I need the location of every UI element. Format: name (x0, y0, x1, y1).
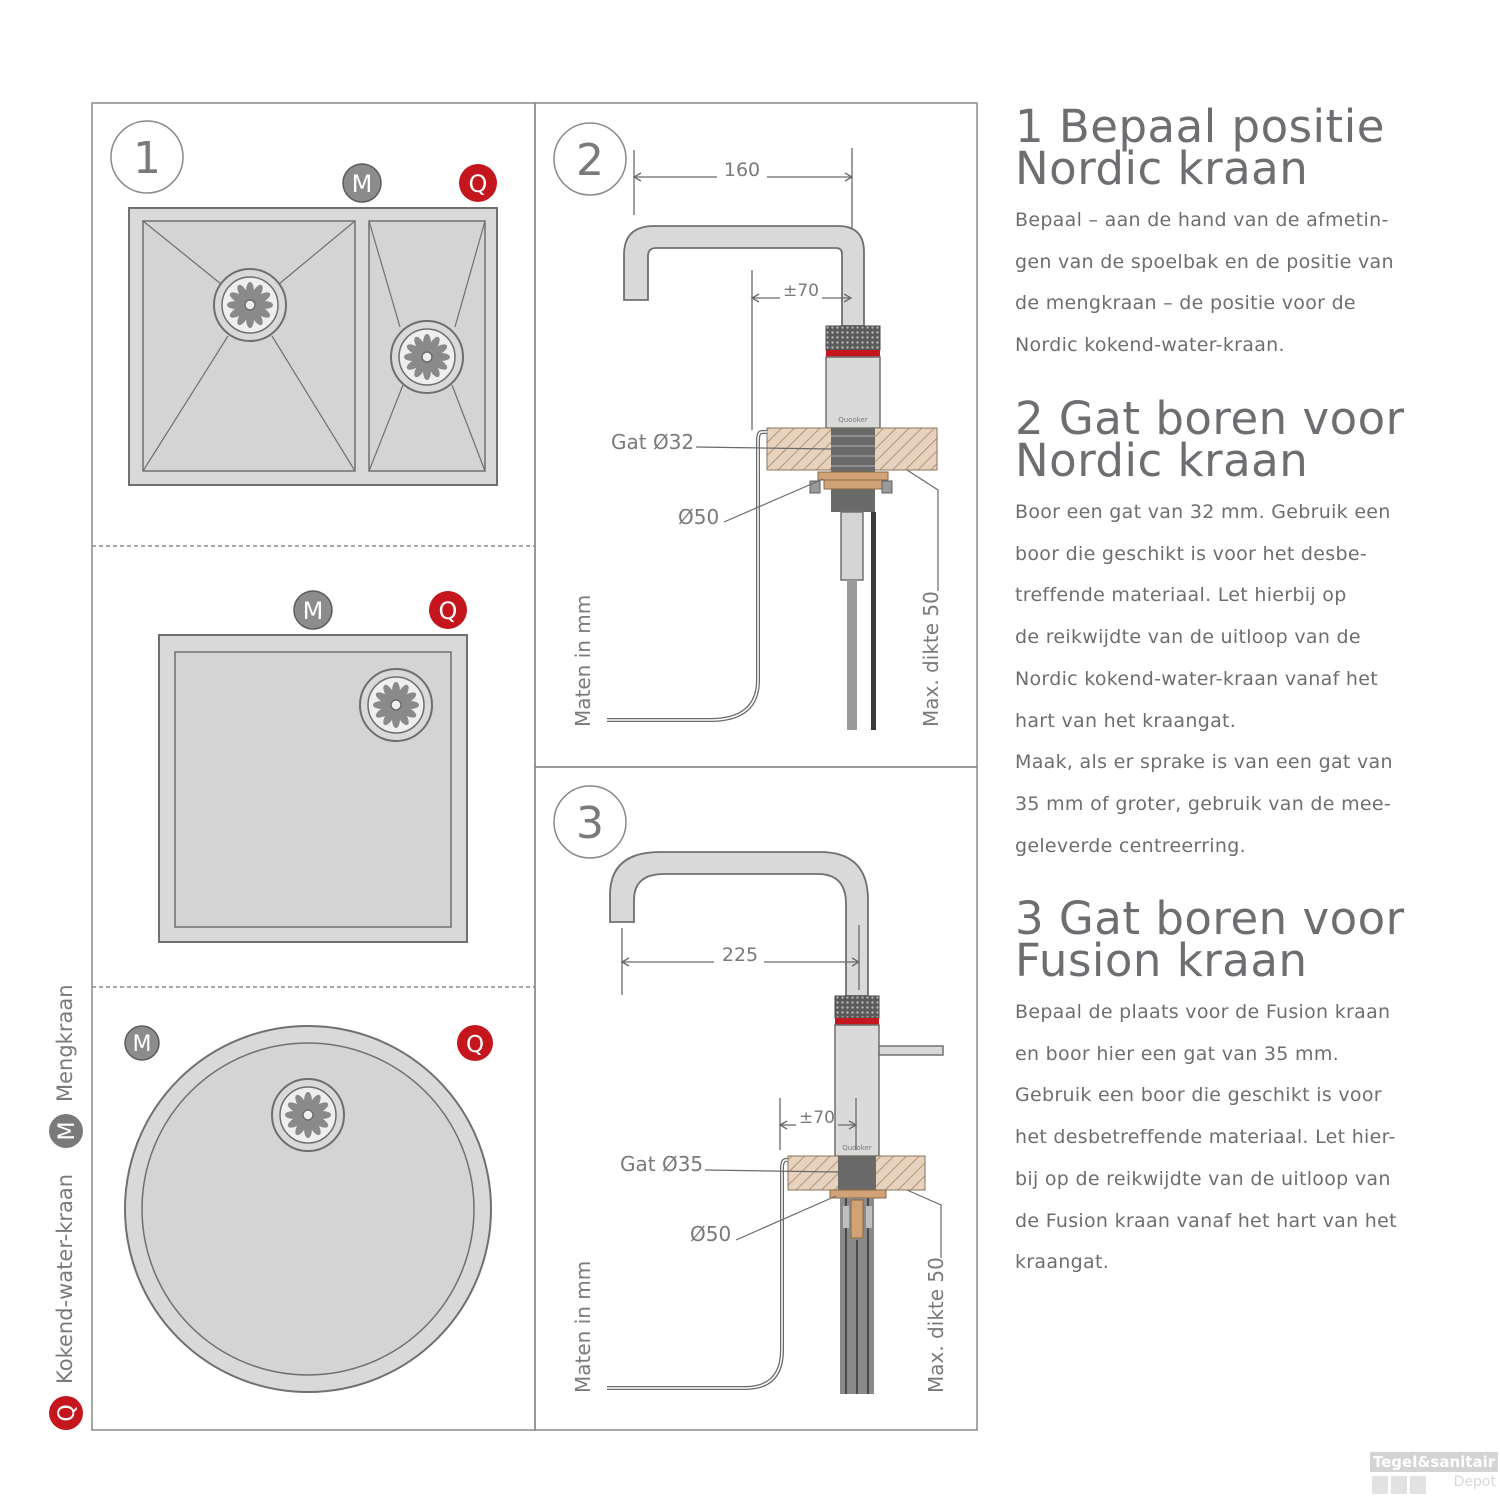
step-number-3-text: 3 (576, 798, 604, 849)
spout-nordic (623, 225, 865, 327)
drain-icon (390, 320, 464, 394)
step-3-title: 3 Gat boren voor Fusion kraan (1015, 892, 1405, 987)
watermark-squares (1372, 1476, 1429, 1498)
watermark-logo: Tegel&sanitair Depot (1370, 1452, 1498, 1498)
legend-mixer-marker: M (49, 1114, 83, 1148)
label-hole-35: Gat Ø35 (620, 1152, 703, 1176)
dimension-225-label: 225 (722, 944, 758, 966)
quooker-marker-label: Q (469, 170, 488, 198)
label-max-thickness: Max. dikte 50 (919, 591, 943, 727)
sink-double-bowl (128, 207, 498, 486)
step-3-body: Bepaal de plaats voor de Fusion kraan en… (1015, 1001, 1397, 1274)
dimension-offset-70-label: ±70 (799, 1108, 835, 1128)
legend-mixer-letter: M (55, 1122, 80, 1141)
tap-brand-text: Quooker (842, 1144, 872, 1152)
drain-icon (213, 268, 287, 342)
panel-3-drawing: 225 Quooker ±70 (571, 851, 948, 1394)
legend-quooker-letter: Q (55, 1404, 80, 1421)
dimension-225 (620, 925, 861, 995)
label-hole-32: Gat Ø32 (611, 430, 694, 454)
knurled-ring (825, 325, 881, 351)
dimension-offset-70 (750, 270, 853, 430)
mixer-marker: M (293, 590, 333, 630)
quooker-marker: Q (459, 164, 497, 202)
label-units: Maten in mm (571, 595, 595, 727)
centering-ring (829, 1189, 887, 1199)
legend-mixer-label: Mengkraan (53, 984, 77, 1102)
mixer-marker-label: M (303, 597, 324, 625)
centering-ring (817, 471, 889, 481)
drain-icon (359, 668, 433, 742)
legend-quooker-marker: Q (49, 1396, 83, 1430)
step-2-body: Boor een gat van 32 mm. Gebruik een boor… (1015, 501, 1393, 857)
legend-quooker-label: Kokend-water-kraan (53, 1174, 77, 1384)
sink-round (124, 1025, 492, 1393)
step-number-1-text: 1 (133, 133, 161, 184)
mixer-marker: M (342, 163, 382, 203)
label-max-thickness: Max. dikte 50 (924, 1257, 948, 1393)
dimension-offset-70-label: ±70 (783, 281, 819, 301)
step-number-2: 2 (553, 122, 627, 196)
step-2-instructions: 2 Gat boren voor Nordic kraan Boor een g… (1015, 392, 1445, 867)
quooker-marker-label: Q (439, 597, 458, 625)
mixer-marker: M (124, 1025, 160, 1061)
mixer-marker-label: M (133, 1032, 152, 1057)
step-number-3: 3 (553, 785, 627, 859)
hose (607, 430, 767, 722)
hose (607, 1158, 788, 1390)
step-number-1: 1 (110, 120, 184, 194)
step-number-2-text: 2 (576, 135, 604, 186)
step-2-title: 2 Gat boren voor Nordic kraan (1015, 392, 1405, 487)
legend: Q Kokend-water-kraan M Mengkraan (49, 984, 83, 1430)
quooker-marker: Q (457, 1025, 493, 1061)
quooker-marker: Q (429, 591, 467, 629)
tap-body (834, 1024, 880, 1157)
dimension-offset-70 (778, 1098, 858, 1150)
panel-frames (91, 102, 978, 1431)
quooker-marker-label: Q (466, 1032, 484, 1058)
step-1-body: Bepaal – aan de hand van de afmetin- gen… (1015, 209, 1394, 357)
leader-lines (704, 1169, 942, 1258)
sink-square (158, 634, 468, 943)
tap-lever (878, 1045, 944, 1056)
tap-body (825, 356, 881, 429)
leader-lines (695, 446, 939, 591)
drain-icon (271, 1078, 345, 1152)
label-units: Maten in mm (571, 1261, 595, 1393)
mixer-marker-label: M (352, 170, 373, 198)
step-1-title: 1 Bepaal positie Nordic kraan (1015, 100, 1385, 195)
red-ring (826, 350, 880, 357)
sink-bowl-large (142, 220, 356, 472)
red-ring (835, 1018, 879, 1025)
tap-brand-text: Quooker (838, 416, 868, 424)
dimension-160 (632, 148, 854, 228)
threaded-shank (831, 428, 875, 512)
panel-frame-3 (534, 766, 978, 1431)
dimension-160-label: 160 (724, 159, 760, 181)
knurled-ring (834, 995, 880, 1019)
spout-fusion (609, 851, 869, 997)
panel-2-drawing: 160 ±70 Quooker (571, 148, 943, 730)
connector-tube (840, 511, 864, 581)
label-ring-50: Ø50 (690, 1222, 731, 1246)
watermark-line1: Tegel&sanitair (1370, 1452, 1498, 1472)
step-1-instructions: 1 Bepaal positie Nordic kraan Bepaal – a… (1015, 100, 1445, 367)
label-ring-50: Ø50 (678, 505, 719, 529)
watermark-line2: Depot (1453, 1474, 1496, 1490)
step-3-instructions: 3 Gat boren voor Fusion kraan Bepaal de … (1015, 892, 1445, 1284)
